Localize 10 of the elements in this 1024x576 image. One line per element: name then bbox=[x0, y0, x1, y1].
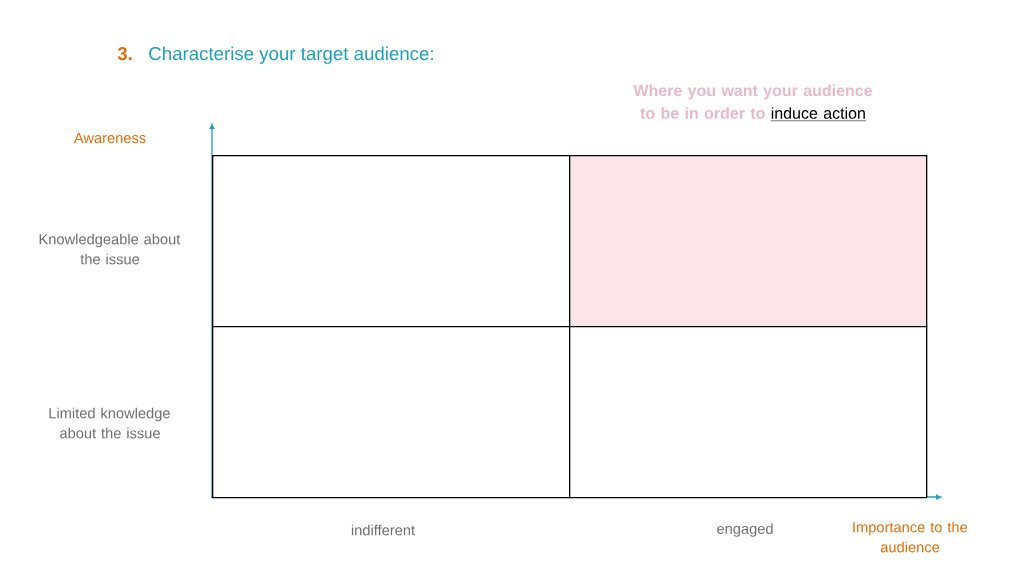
step-number: 3. bbox=[117, 46, 132, 61]
column-label: indifferent bbox=[351, 524, 415, 536]
quadrant-box bbox=[569, 155, 928, 328]
title: Characterise your target audience: bbox=[149, 46, 433, 64]
quadrant-box bbox=[212, 155, 571, 328]
quadrant-box bbox=[569, 326, 928, 499]
quadrant-box bbox=[212, 326, 571, 499]
axis-label: Importance to the audience bbox=[853, 521, 968, 553]
annotation: Where you want your audience to be in order to induce action bbox=[633, 84, 873, 121]
axis-label: Awareness bbox=[73, 132, 146, 144]
